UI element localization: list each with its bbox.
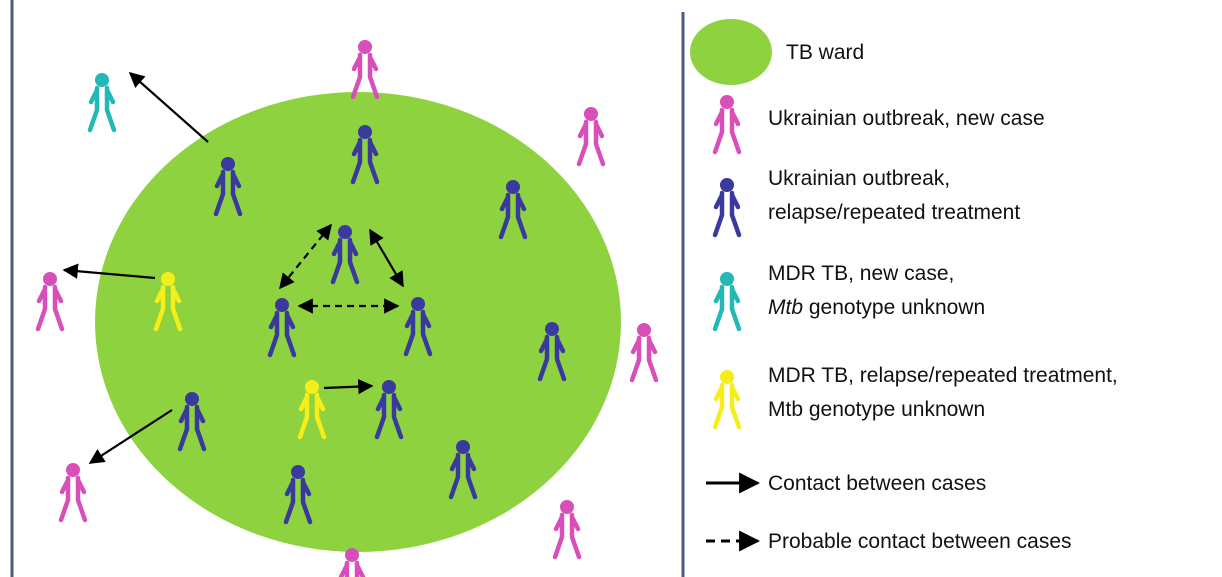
people-figures — [35, 40, 659, 577]
person-ukr-new-icon — [58, 463, 88, 523]
person-mdr-new-icon — [87, 73, 117, 133]
person-mdr-relapse-icon — [153, 272, 183, 332]
person-ukr-relapse-icon — [374, 380, 404, 440]
legend-mdr-relapse-line2: Mtb genotype unknown — [768, 398, 985, 421]
person-ukr-new-icon — [350, 40, 380, 100]
person-ukr-relapse-icon — [537, 322, 567, 382]
person-ukr-new-icon — [552, 500, 582, 560]
legend-mdr-new-line2: Mtb genotype unknown — [768, 296, 985, 319]
person-ukr-relapse-icon — [403, 297, 433, 357]
contact-arrows — [62, 71, 404, 464]
person-mdr-relapse-icon — [297, 380, 327, 440]
contact-arrow — [323, 378, 374, 395]
legend-ukr-relapse-line1: Ukrainian outbreak, — [768, 167, 950, 190]
legend-mdr-relapse-icon — [712, 370, 742, 430]
legend-probable-contact-label: Probable contact between cases — [768, 530, 1072, 553]
contact-arrow-bidirectional — [369, 228, 404, 288]
person-ukr-relapse-icon — [213, 157, 243, 217]
legend-mdr-new-line2-rest: genotype unknown — [803, 296, 985, 319]
contact-arrow — [88, 409, 173, 464]
legend-ward-swatch — [690, 19, 772, 85]
contact-arrow — [128, 71, 209, 143]
person-ukr-relapse-icon — [177, 392, 207, 452]
person-ukr-relapse-icon — [498, 180, 528, 240]
person-ukr-new-icon — [629, 323, 659, 383]
legend-figure-icons — [712, 95, 742, 430]
legend-contact-label: Contact between cases — [768, 472, 986, 495]
tb-ward-area — [95, 92, 621, 552]
legend-mdr-new-line1: MDR TB, new case, — [768, 262, 954, 285]
legend-ukr-new-icon — [712, 95, 742, 155]
legend-ukr-relapse-line2: relapse/repeated treatment — [768, 201, 1020, 224]
legend-mdr-new-icon — [712, 272, 742, 332]
person-ukr-relapse-icon — [448, 440, 478, 500]
contact-arrow — [62, 263, 156, 280]
person-ukr-new-icon — [35, 272, 65, 332]
probable-contact-arrows — [279, 223, 400, 314]
legend-mdr-relapse-line1: MDR TB, relapse/repeated treatment, — [768, 364, 1118, 387]
legend-mdr-new-line2-italic: Mtb — [768, 296, 803, 319]
legend-ward-label: TB ward — [786, 41, 864, 64]
person-ukr-new-icon — [338, 548, 366, 577]
person-ukr-new-icon — [576, 107, 606, 167]
person-ukr-relapse-icon — [283, 465, 313, 525]
legend-ukr-relapse-icon — [712, 178, 742, 238]
legend-ukr-new-label: Ukrainian outbreak, new case — [768, 107, 1045, 130]
probable-contact-arrow — [279, 223, 332, 290]
legend: TB ward Ukrainian outbreak, new case Ukr… — [690, 19, 1118, 553]
person-ukr-relapse-icon — [350, 125, 380, 185]
person-ukr-relapse-icon — [267, 298, 297, 358]
person-ukr-relapse-icon — [330, 225, 360, 285]
